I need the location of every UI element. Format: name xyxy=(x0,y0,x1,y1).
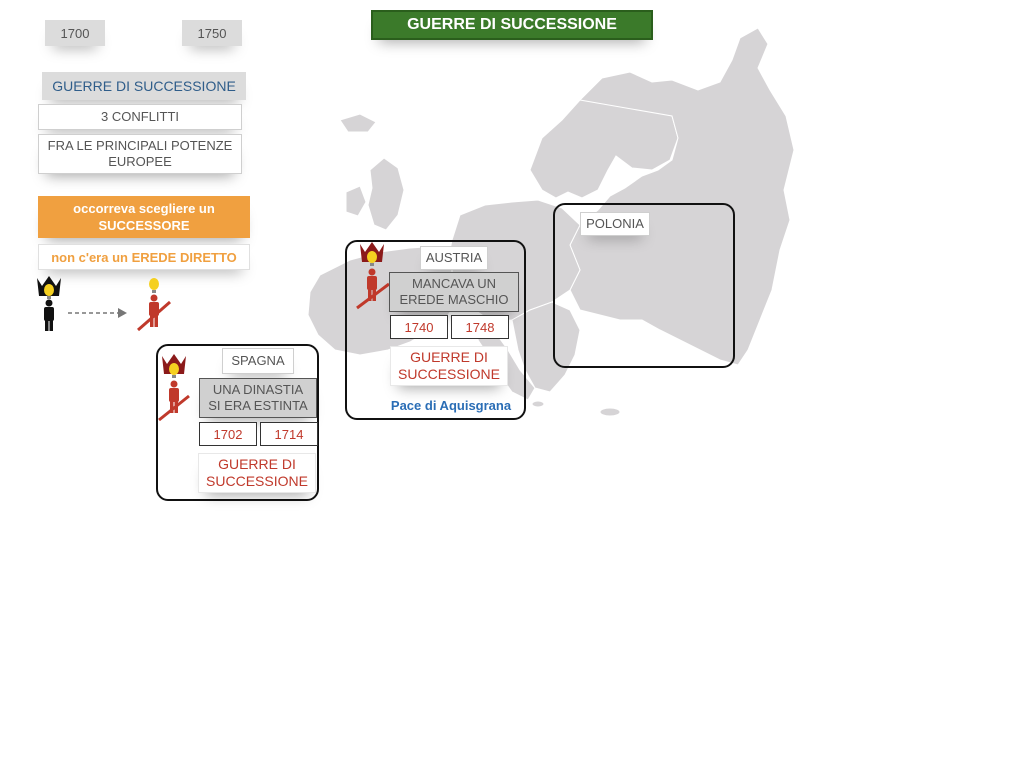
poland-frame xyxy=(553,203,735,368)
austria-war-box: GUERRE DI SUCCESSIONE xyxy=(390,346,508,386)
austria-year-start: 1740 xyxy=(390,315,448,339)
spain-king-crossed-icon xyxy=(158,354,190,422)
page-title: GUERRE DI SUCCESSIONE xyxy=(371,10,653,40)
peace-of-aachen-label: Pace di Aquisgrana xyxy=(390,398,512,413)
austria-year-end: 1748 xyxy=(451,315,509,339)
no-direct-heir-box: non c'era un EREDE DIRETTO xyxy=(38,244,250,270)
three-conflicts-box: 3 CONFLITTI xyxy=(38,104,242,130)
austria-cause-box: MANCAVA UN EREDE MASCHIO xyxy=(389,272,519,312)
year-1750-label: 1750 xyxy=(182,20,242,46)
poland-label: POLONIA xyxy=(580,212,650,236)
spain-year-end: 1714 xyxy=(260,422,318,446)
spain-year-start: 1702 xyxy=(199,422,257,446)
king-icon xyxy=(37,276,61,331)
crossed-heir-icon xyxy=(137,278,171,332)
succession-wars-heading: GUERRE DI SUCCESSIONE xyxy=(42,72,246,100)
choose-successor-box: occorreva scegliere un SUCCESSORE xyxy=(38,196,250,238)
spain-war-box: GUERRE DI SUCCESSIONE xyxy=(198,453,316,493)
austria-label: AUSTRIA xyxy=(420,246,488,270)
spain-label: SPAGNA xyxy=(222,348,294,374)
year-1700-label: 1700 xyxy=(45,20,105,46)
spain-cause-box: UNA DINASTIA SI ERA ESTINTA xyxy=(199,378,317,418)
european-powers-box: FRA LE PRINCIPALI POTENZE EUROPEE xyxy=(38,134,242,174)
dashed-arrow-icon xyxy=(68,308,127,318)
spain-frame xyxy=(156,344,319,501)
austria-king-crossed-icon xyxy=(356,242,390,310)
austria-frame xyxy=(345,240,526,420)
